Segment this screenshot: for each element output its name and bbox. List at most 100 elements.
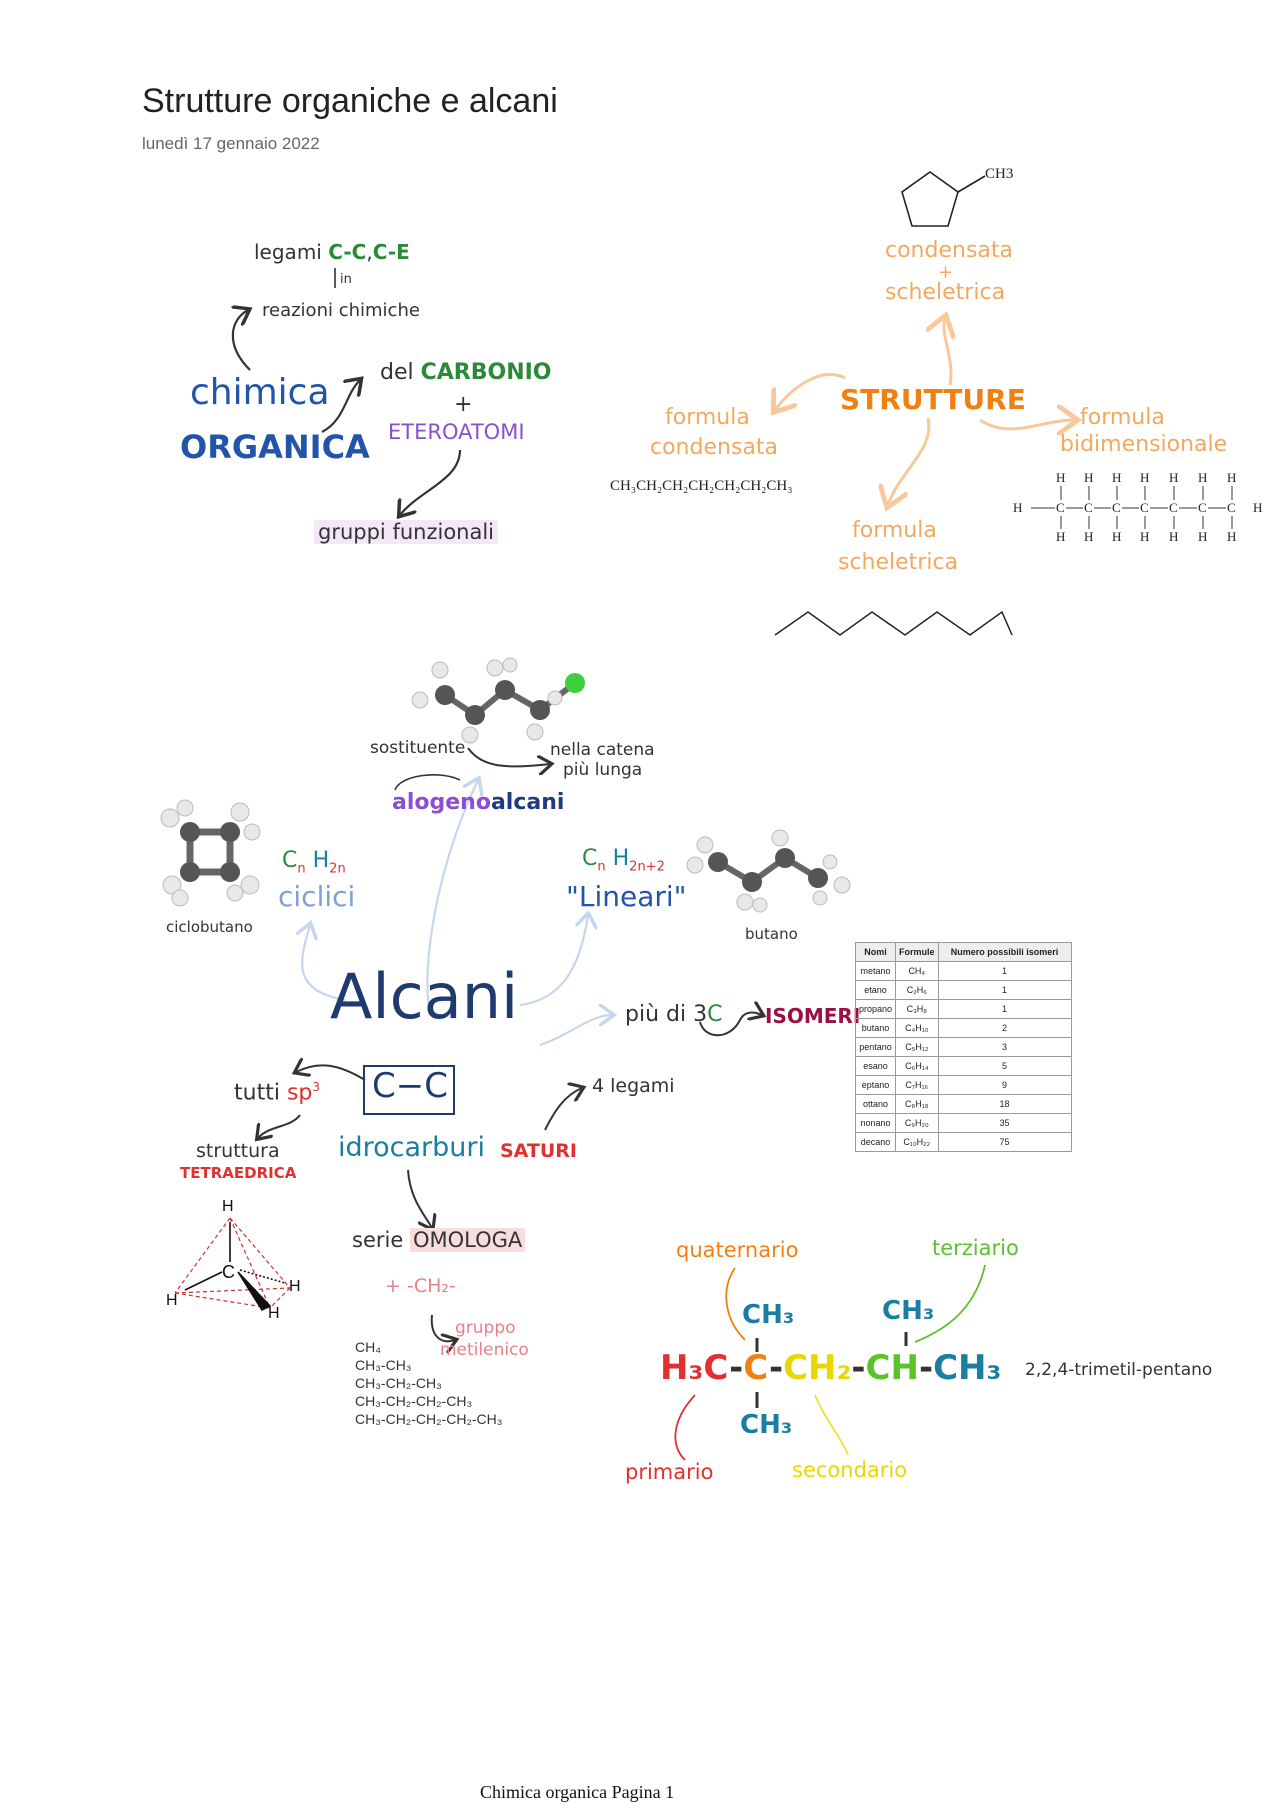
bidim-h-bottom: H [1226, 529, 1238, 545]
bidim-h-bottom: H [1197, 529, 1209, 545]
sp3-exp: 3 [312, 1080, 321, 1094]
lineari-formula: Cn H2n+2 [582, 846, 665, 874]
row-formula: C₉H₂₀ [895, 1113, 939, 1133]
bidim-h-bottom: H [1139, 529, 1151, 545]
scheletrica-label: scheletrica [885, 280, 1006, 305]
bidim-h-right: H [1252, 500, 1264, 516]
ch-terziario: CH [865, 1348, 919, 1388]
tutti-sp3-label: tutti sp3 [234, 1080, 320, 1105]
row-nome: propano [854, 999, 897, 1019]
plus-orange: + [938, 262, 954, 283]
catena-label-2: più lunga [563, 760, 643, 780]
page-title: Strutture organiche e alcani [142, 82, 558, 120]
page-date: lunedì 17 gennaio 2022 [142, 134, 320, 153]
row-isomeri: 5 [937, 1056, 1072, 1076]
legami-cc: C-C [328, 240, 367, 264]
ch3-end: CH₃ [933, 1348, 1002, 1388]
row-formula: C₄H₁₀ [895, 1018, 939, 1038]
ch3-top-2: CH₃ [882, 1296, 935, 1326]
organica-label: ORGANICA [180, 428, 370, 466]
row-isomeri: 1 [937, 999, 1072, 1019]
cn-n-lin: n [597, 859, 606, 875]
row-nome: eptano [854, 1075, 897, 1095]
legami-prefix: legami [254, 240, 329, 264]
struttura-label: struttura [196, 1140, 280, 1162]
bidim-c: C [1139, 500, 1150, 516]
dash-1: - [729, 1348, 744, 1388]
row-isomeri: 35 [937, 1113, 1072, 1133]
bidim-h-top: H [1197, 470, 1209, 486]
bidim-c: C [1055, 500, 1066, 516]
alcani-title: Alcani [330, 960, 519, 1033]
isomer-table: Nomi Formule Numero possibili isomeri me… [854, 942, 1072, 1152]
skeletal-formula [774, 610, 1013, 636]
isomer-table-wrapper: Nomi Formule Numero possibili isomeri me… [854, 942, 1072, 1152]
gruppo-label-2: metilenico [440, 1340, 529, 1360]
row-formula: C₇H₁₆ [895, 1075, 939, 1095]
chimica-label: chimica [190, 372, 330, 413]
gruppo-label-1: gruppo [455, 1318, 516, 1338]
bidim-h-bottom: H [1111, 529, 1123, 545]
quaternario-label: quaternario [676, 1238, 799, 1262]
terziario-label: terziario [932, 1236, 1019, 1260]
row-isomeri: 75 [937, 1132, 1072, 1152]
reazioni-label: reazioni chimiche [262, 300, 420, 321]
row-nome: nonano [854, 1113, 897, 1133]
saturi-label: SATURI [500, 1140, 578, 1162]
cn-h-lin: H [612, 846, 630, 871]
alogeno-word: alogeno [392, 790, 491, 815]
bidim-h-bottom: H [1083, 529, 1095, 545]
ch2-unit: + -CH₂- [385, 1275, 456, 1297]
cyclopentane-icon [901, 171, 986, 227]
tetra-h-left: H [166, 1292, 178, 1309]
cc-box [363, 1065, 455, 1115]
serie-word: serie [352, 1228, 404, 1252]
row-formula: C₆H₁₄ [895, 1056, 939, 1076]
row-formula: C₈H₁₈ [895, 1094, 939, 1114]
cn-n: n [297, 861, 306, 877]
row-isomeri: 3 [937, 1037, 1072, 1057]
formula-schel-2: scheletrica [838, 550, 959, 575]
row-isomeri: 18 [937, 1094, 1072, 1114]
dash-3: - [851, 1348, 866, 1388]
ch2-secondario: CH₂ [783, 1348, 852, 1388]
row-isomeri: 1 [937, 980, 1072, 1000]
page-footer: Chimica organica Pagina 1 [480, 1782, 675, 1802]
col-isomeri: Numero possibili isomeri [937, 942, 1072, 962]
row-formula: C₁₀H₂₂ [895, 1132, 939, 1152]
alcani-word: alcani [490, 790, 565, 815]
bidim-h-bottom: H [1168, 529, 1180, 545]
dash-4: - [918, 1348, 934, 1388]
col-formule: Formule [895, 942, 939, 962]
cn-2n: 2n [329, 861, 346, 877]
alcani-dark-arrows [258, 747, 762, 1341]
butano-model-icon [686, 829, 851, 913]
trimetil-lines [674, 1264, 986, 1461]
legami-label: legami C-C,C-E [254, 240, 410, 264]
ciclobutano-model-icon [160, 799, 261, 907]
trimetil-name: 2,2,4-trimetil-pentano [1025, 1360, 1213, 1380]
eteroatomi-label: ETEROATOMI [388, 420, 525, 444]
chimica-arrows [233, 268, 462, 515]
plus-sign: + [454, 392, 473, 417]
condensed-formula: CH₃CH₂CH₂CH₂CH₂CH₂CH₃ [610, 478, 793, 494]
formula-condensata-1: formula [665, 405, 750, 430]
alogenoalcani-label: alogenoalcani [392, 790, 564, 815]
del-word: del [380, 360, 421, 385]
sp-word: sp [286, 1080, 313, 1106]
ch3-bottom: CH₃ [740, 1410, 793, 1440]
cn-h: H [312, 848, 330, 873]
bidim-c: C [1197, 500, 1208, 516]
cn-c-lin: C [582, 846, 598, 871]
piu-c: C [707, 1002, 723, 1027]
condensata-label: condensata [885, 238, 1013, 263]
